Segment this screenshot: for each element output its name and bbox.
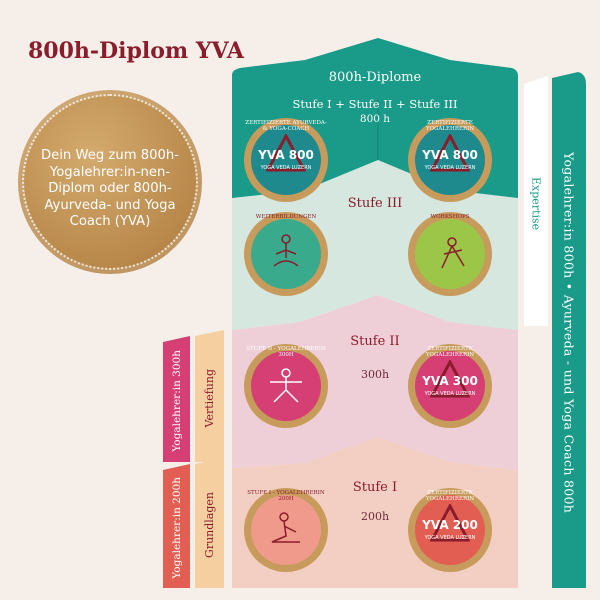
stufe2-title: Stufe II xyxy=(350,334,400,349)
stufe1-roof xyxy=(232,435,518,478)
warrior-pose-icon xyxy=(270,368,302,403)
yva-triangle-icon xyxy=(266,134,306,172)
stufe2-ring-text: STUFE II - YOGALEHRERIN 300H xyxy=(246,346,326,358)
seated-pose-icon xyxy=(271,512,300,543)
grundlagen-bar xyxy=(195,458,224,588)
badge-yva-300: ZERTIFIZIERTE YOGALEHRERIN YVA 300 YOGA … xyxy=(408,344,492,428)
yva200-ring-text: ZERTIFIZIERTE YOGALEHRERIN xyxy=(425,490,475,502)
yl300-label: Yogalehrer:in 300h xyxy=(170,350,183,452)
stufe2-hours: 300h xyxy=(360,368,390,381)
yva300-ring-text: ZERTIFIZIERTE YOGALEHRERIN xyxy=(425,346,475,358)
diplome-hours: 800 h xyxy=(359,113,391,125)
vertiefung-label-wrap: Vertiefung xyxy=(195,334,224,462)
grundlagen-label: Grundlagen xyxy=(203,492,216,558)
right-long-label-wrap: Yogalehrer:in 800h • Ayurveda - und Yoga… xyxy=(552,80,586,586)
stufe1-ring-text: STUFE I - YOGALEHRERIN 200H xyxy=(247,490,325,502)
yoga-pose-icon xyxy=(441,237,465,269)
badge-yl800-text: YVA 800 xyxy=(422,148,478,162)
yl300-label-wrap: Yogalehrer:in 300h xyxy=(163,340,190,462)
page-title: 800h-Diplom YVA xyxy=(28,38,244,64)
yl200-label: Yogalehrer:in 200h xyxy=(170,477,183,579)
weiterbildungen-ring-text: WEITERBILDUNGEN xyxy=(255,214,317,220)
right-long-bar xyxy=(552,72,586,588)
diplome-sub: Stufe I + Stufe II + Stufe III xyxy=(292,97,458,111)
badge-coach-sub: YOGA VEDA LUZERN xyxy=(260,165,312,171)
badge-stufe1: STUFE I - YOGALEHRERIN 200H xyxy=(244,488,328,572)
badge-coach-text: YVA 800 xyxy=(258,148,314,162)
yva200-sub: YOGA VEDA LUZERN xyxy=(424,535,476,541)
right-long-label: Yogalehrer:in 800h • Ayurveda - und Yoga… xyxy=(561,152,577,514)
yva300-sub: YOGA VEDA LUZERN xyxy=(424,391,476,397)
yl200-bar xyxy=(163,464,190,588)
stufe1-title: Stufe I xyxy=(352,480,398,495)
expertise-bar xyxy=(524,76,548,326)
yl200-label-wrap: Yogalehrer:in 200h xyxy=(163,468,190,588)
intro-circle-ring xyxy=(22,94,198,270)
expertise-label: Expertise xyxy=(529,177,543,231)
meditation-figure-icon xyxy=(273,234,299,267)
stufe3-title: Stufe III xyxy=(347,196,403,211)
badge-coach-800: ZERTIFIZIERTE AYURVEDA- & YOGA-COACH YVA… xyxy=(244,118,328,202)
yva200-text: YVA 200 xyxy=(422,518,478,532)
badge-stufe2: STUFE II - YOGALEHRERIN 300H xyxy=(244,344,328,428)
badge-coach-ring-text: ZERTIFIZIERTE AYURVEDA- & YOGA-COACH xyxy=(245,120,327,132)
yva-triangle-icon xyxy=(430,504,470,542)
expertise-label-wrap: Expertise xyxy=(524,84,548,324)
intro-text: Dein Weg zum 800h-Yogalehrer:in-nen-Dipl… xyxy=(40,148,180,229)
badge-yl800-ring-text: ZERTIFIZIERTE YOGALEHRERIN xyxy=(425,120,475,132)
vertiefung-label: Vertiefung xyxy=(203,368,216,428)
badge-yl-800: ZERTIFIZIERTE YOGALEHRERIN YVA 800 YOGA … xyxy=(408,118,492,202)
stufe1-hours: 200h xyxy=(360,510,390,523)
workshops-ring-text: WORKSHOPS xyxy=(430,214,470,220)
yva300-text: YVA 300 xyxy=(422,374,478,388)
yl300-bar xyxy=(163,336,190,462)
yva-triangle-icon xyxy=(430,134,470,172)
grundlagen-label-wrap: Grundlagen xyxy=(195,462,224,588)
badge-yva-200: ZERTIFIZIERTE YOGALEHRERIN YVA 200 YOGA … xyxy=(408,488,492,572)
badge-yl800-sub: YOGA VEDA LUZERN xyxy=(424,165,476,171)
yva-triangle-icon xyxy=(430,360,470,398)
badge-weiterbildungen: WEITERBILDUNGEN xyxy=(244,212,328,296)
vertiefung-bar xyxy=(195,330,224,462)
diplome-title: 800h-Diplome xyxy=(328,70,422,85)
badge-workshops: WORKSHOPS xyxy=(408,212,492,296)
